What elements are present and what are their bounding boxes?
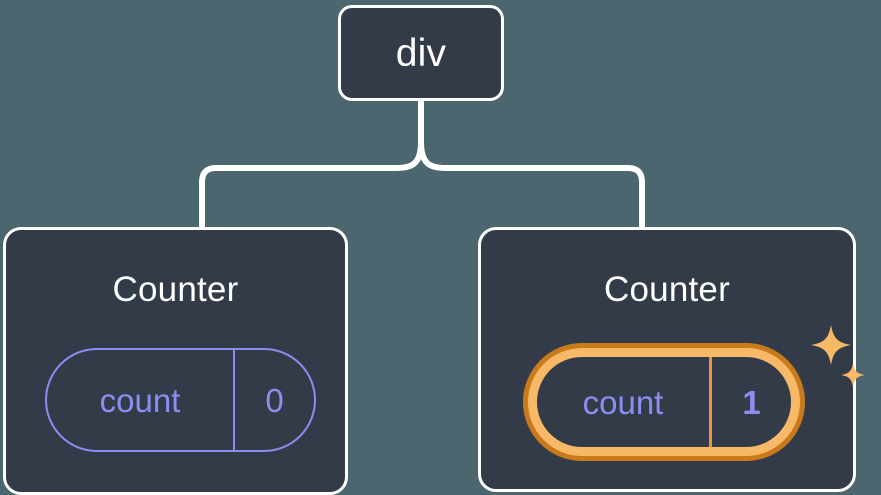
- state-key-left: count: [47, 350, 235, 450]
- sparkle-icons-group: [811, 325, 865, 387]
- highlight-ring-inner: [528, 348, 800, 456]
- state-value-right: 1: [742, 383, 761, 421]
- tree-node-counter-right[interactable]: Counter count 1: [478, 227, 865, 492]
- counter-title-left: Counter: [112, 270, 239, 309]
- counter-title-right: Counter: [604, 270, 730, 309]
- state-value-left: 0: [265, 381, 284, 419]
- tree-node-root[interactable]: div: [338, 5, 504, 101]
- state-pill-left[interactable]: count 0: [45, 348, 316, 452]
- tree-node-counter-left[interactable]: Counter count 0: [3, 227, 348, 495]
- sparkle-small-icon: [841, 363, 865, 387]
- highlight-ring-outer: [523, 343, 805, 461]
- state-pill-right-highlighted[interactable]: count 1: [523, 343, 805, 461]
- sparkle-large-icon: [811, 325, 851, 365]
- connector-branch-left: [199, 139, 424, 231]
- state-key-right: count: [537, 357, 712, 447]
- connector-branch-right: [418, 139, 645, 231]
- state-pill-right-content: count 1: [537, 357, 791, 447]
- root-node-label: div: [395, 31, 447, 75]
